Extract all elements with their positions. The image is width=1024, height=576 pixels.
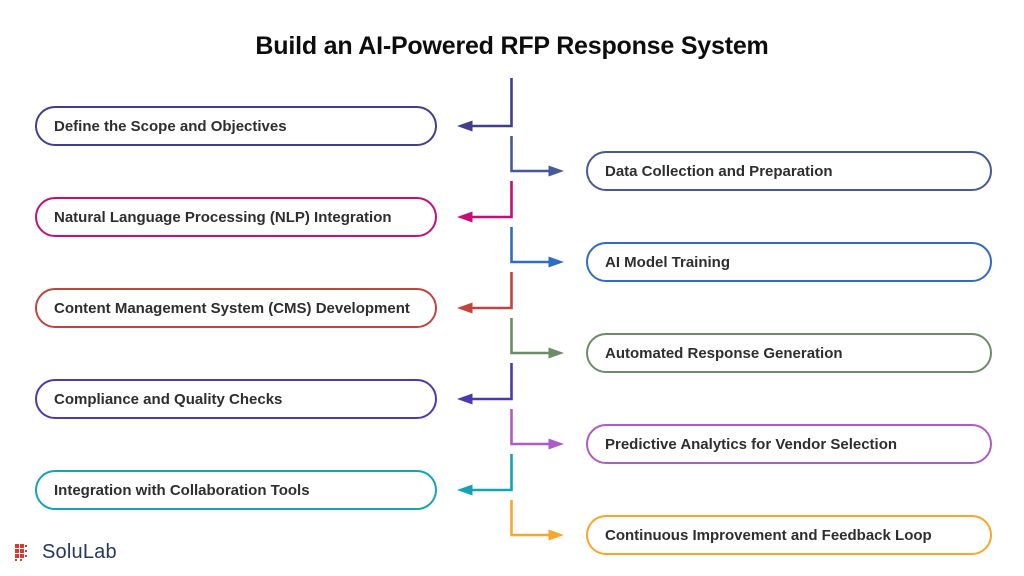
connector-left-4: [457, 363, 513, 405]
arrowhead-right-5: [548, 529, 564, 541]
connector-right-2: [510, 227, 564, 268]
arrowhead-right-4: [548, 438, 564, 450]
arrowhead-right-1: [548, 165, 564, 177]
step-define-scope: Define the Scope and Objectives: [35, 106, 437, 146]
step-label: Continuous Improvement and Feedback Loop: [605, 526, 932, 544]
step-label: Integration with Collaboration Tools: [54, 481, 310, 499]
step-label: Automated Response Generation: [605, 344, 843, 362]
connector-right-5: [510, 500, 564, 541]
arrowhead-left-1: [457, 120, 473, 132]
connector-right-3: [510, 318, 564, 359]
step-compliance-checks: Compliance and Quality Checks: [35, 379, 437, 419]
arrowhead-left-5: [457, 484, 473, 496]
connector-left-1: [457, 78, 513, 132]
connector-left-5: [457, 454, 513, 496]
step-nlp-integration: Natural Language Processing (NLP) Integr…: [35, 197, 437, 237]
step-label: Natural Language Processing (NLP) Integr…: [54, 208, 392, 226]
solulab-logo-text: SoluLab: [42, 541, 117, 563]
step-collaboration-tools: Integration with Collaboration Tools: [35, 470, 437, 510]
step-label: AI Model Training: [605, 253, 731, 271]
arrowhead-left-4: [457, 393, 473, 405]
step-predictive-analytics: Predictive Analytics for Vendor Selectio…: [586, 424, 992, 464]
step-label: Compliance and Quality Checks: [54, 390, 283, 408]
solulab-logo: SoluLab: [14, 541, 117, 564]
page-title: Build an AI-Powered RFP Response System: [255, 32, 769, 60]
connector-left-3: [457, 272, 513, 314]
arrowhead-right-2: [548, 256, 564, 268]
step-label: Predictive Analytics for Vendor Selectio…: [605, 435, 898, 453]
step-label: Content Management System (CMS) Developm…: [54, 299, 410, 317]
step-continuous-improvement: Continuous Improvement and Feedback Loop: [586, 515, 992, 555]
step-automated-response: Automated Response Generation: [586, 333, 992, 373]
step-cms-development: Content Management System (CMS) Developm…: [35, 288, 437, 328]
solulab-logo-mark: [15, 543, 27, 561]
step-ai-model-training: AI Model Training: [586, 242, 992, 282]
step-label: Define the Scope and Objectives: [54, 117, 287, 135]
arrowhead-left-2: [457, 211, 473, 223]
arrowhead-left-3: [457, 302, 473, 314]
connector-right-1: [510, 136, 564, 177]
step-label: Data Collection and Preparation: [605, 162, 833, 180]
connector-right-4: [510, 409, 564, 450]
arrowhead-right-3: [548, 347, 564, 359]
step-data-collection: Data Collection and Preparation: [586, 151, 992, 191]
connector-left-2: [457, 181, 513, 223]
